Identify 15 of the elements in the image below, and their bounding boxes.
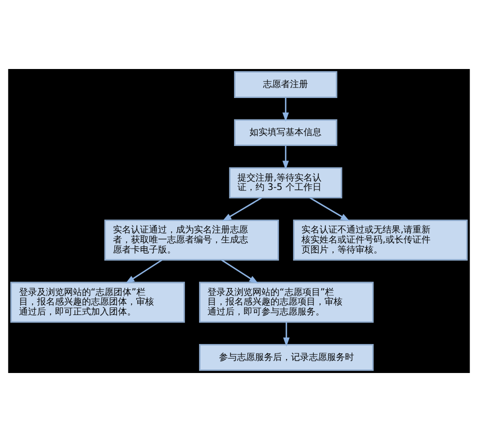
arrow [222,196,262,221]
arrow [221,258,258,284]
arrow [282,144,289,170]
arrow [309,196,350,221]
node-box: 提交注册,等待实名认证，约 3-5 个工作日 [229,166,342,198]
node-box: 参与志愿服务后，记录志愿服务时 [199,344,374,370]
node-box: 如实填写基本信息 [234,118,338,146]
node-box: 实名认证不通过或无结果,请重新核实姓名或证件号码,或长传证件页图片，等待审核。 [293,219,468,260]
arrow [125,258,162,284]
node-box: 登录及浏览网站的“志愿项目”栏目，报名感兴趣的志愿项目，审核通过后，即可参与志愿服务。 [199,281,374,322]
node-box: 实名认证通过，成为实名注册志愿者，获取唯一志愿者编号，生成志愿者卡电子版。 [104,219,279,260]
arrow [282,97,289,122]
node-box: 志愿者注册 [234,70,338,98]
node-box: 登录及浏览网站的“志愿团体”栏目，报名感兴趣的志愿团体，审核通过后，即可正式加入团体。 [10,281,185,322]
arrow [283,322,290,346]
